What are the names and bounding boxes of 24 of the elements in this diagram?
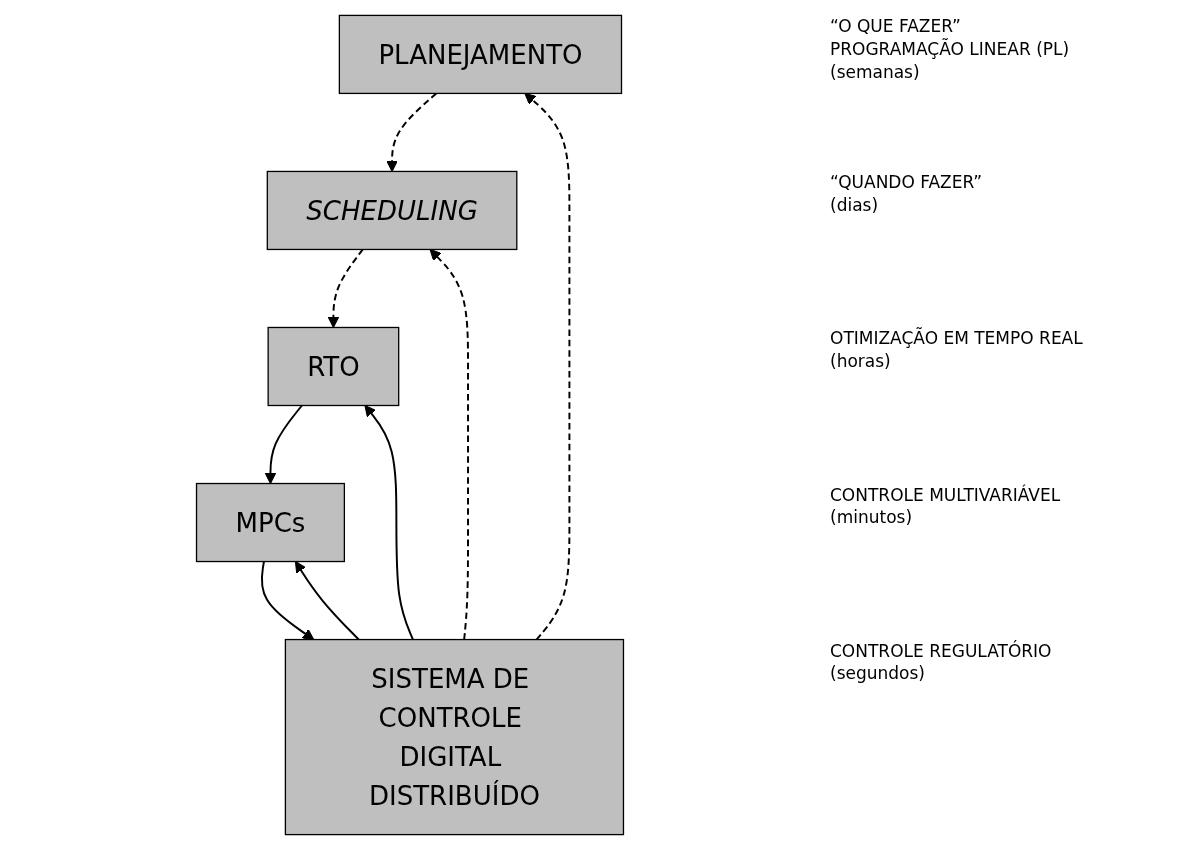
level-note: “O QUE FAZER” [830, 15, 962, 38]
arrow [364, 405, 414, 641]
arrow [264, 404, 303, 485]
node-box: SCHEDULING [266, 170, 518, 251]
level-note: PROGRAMAÇÃO LINEAR (PL) [830, 38, 1070, 62]
node-box: MPCs [195, 482, 345, 563]
level-note: (horas) [830, 350, 892, 374]
level-note: (semanas) [830, 61, 921, 85]
level-note: CONTROLE REGULATÓRIO [830, 639, 1052, 663]
arrow [386, 92, 438, 172]
level-note: OTIMIZAÇÃO EM TEMPO REAL [830, 327, 1083, 351]
arrow [327, 248, 364, 328]
arrow [524, 92, 571, 641]
node-box: RTO [267, 326, 400, 407]
level-note: (dias) [830, 194, 880, 218]
level-note: (minutos) [830, 506, 914, 530]
node-box: PLANEJAMENTO [338, 14, 623, 95]
node-box: SISTEMA DE CONTROLE DIGITAL DISTRIBUÍDO [284, 638, 625, 836]
level-note: CONTROLE MULTIVARIÁVEL [830, 483, 1061, 507]
level-note: “QUANDO FAZER” [830, 171, 982, 195]
arrow [429, 248, 469, 641]
arrow [260, 560, 315, 641]
level-note: (segundos) [830, 662, 926, 686]
arrow [294, 561, 360, 641]
